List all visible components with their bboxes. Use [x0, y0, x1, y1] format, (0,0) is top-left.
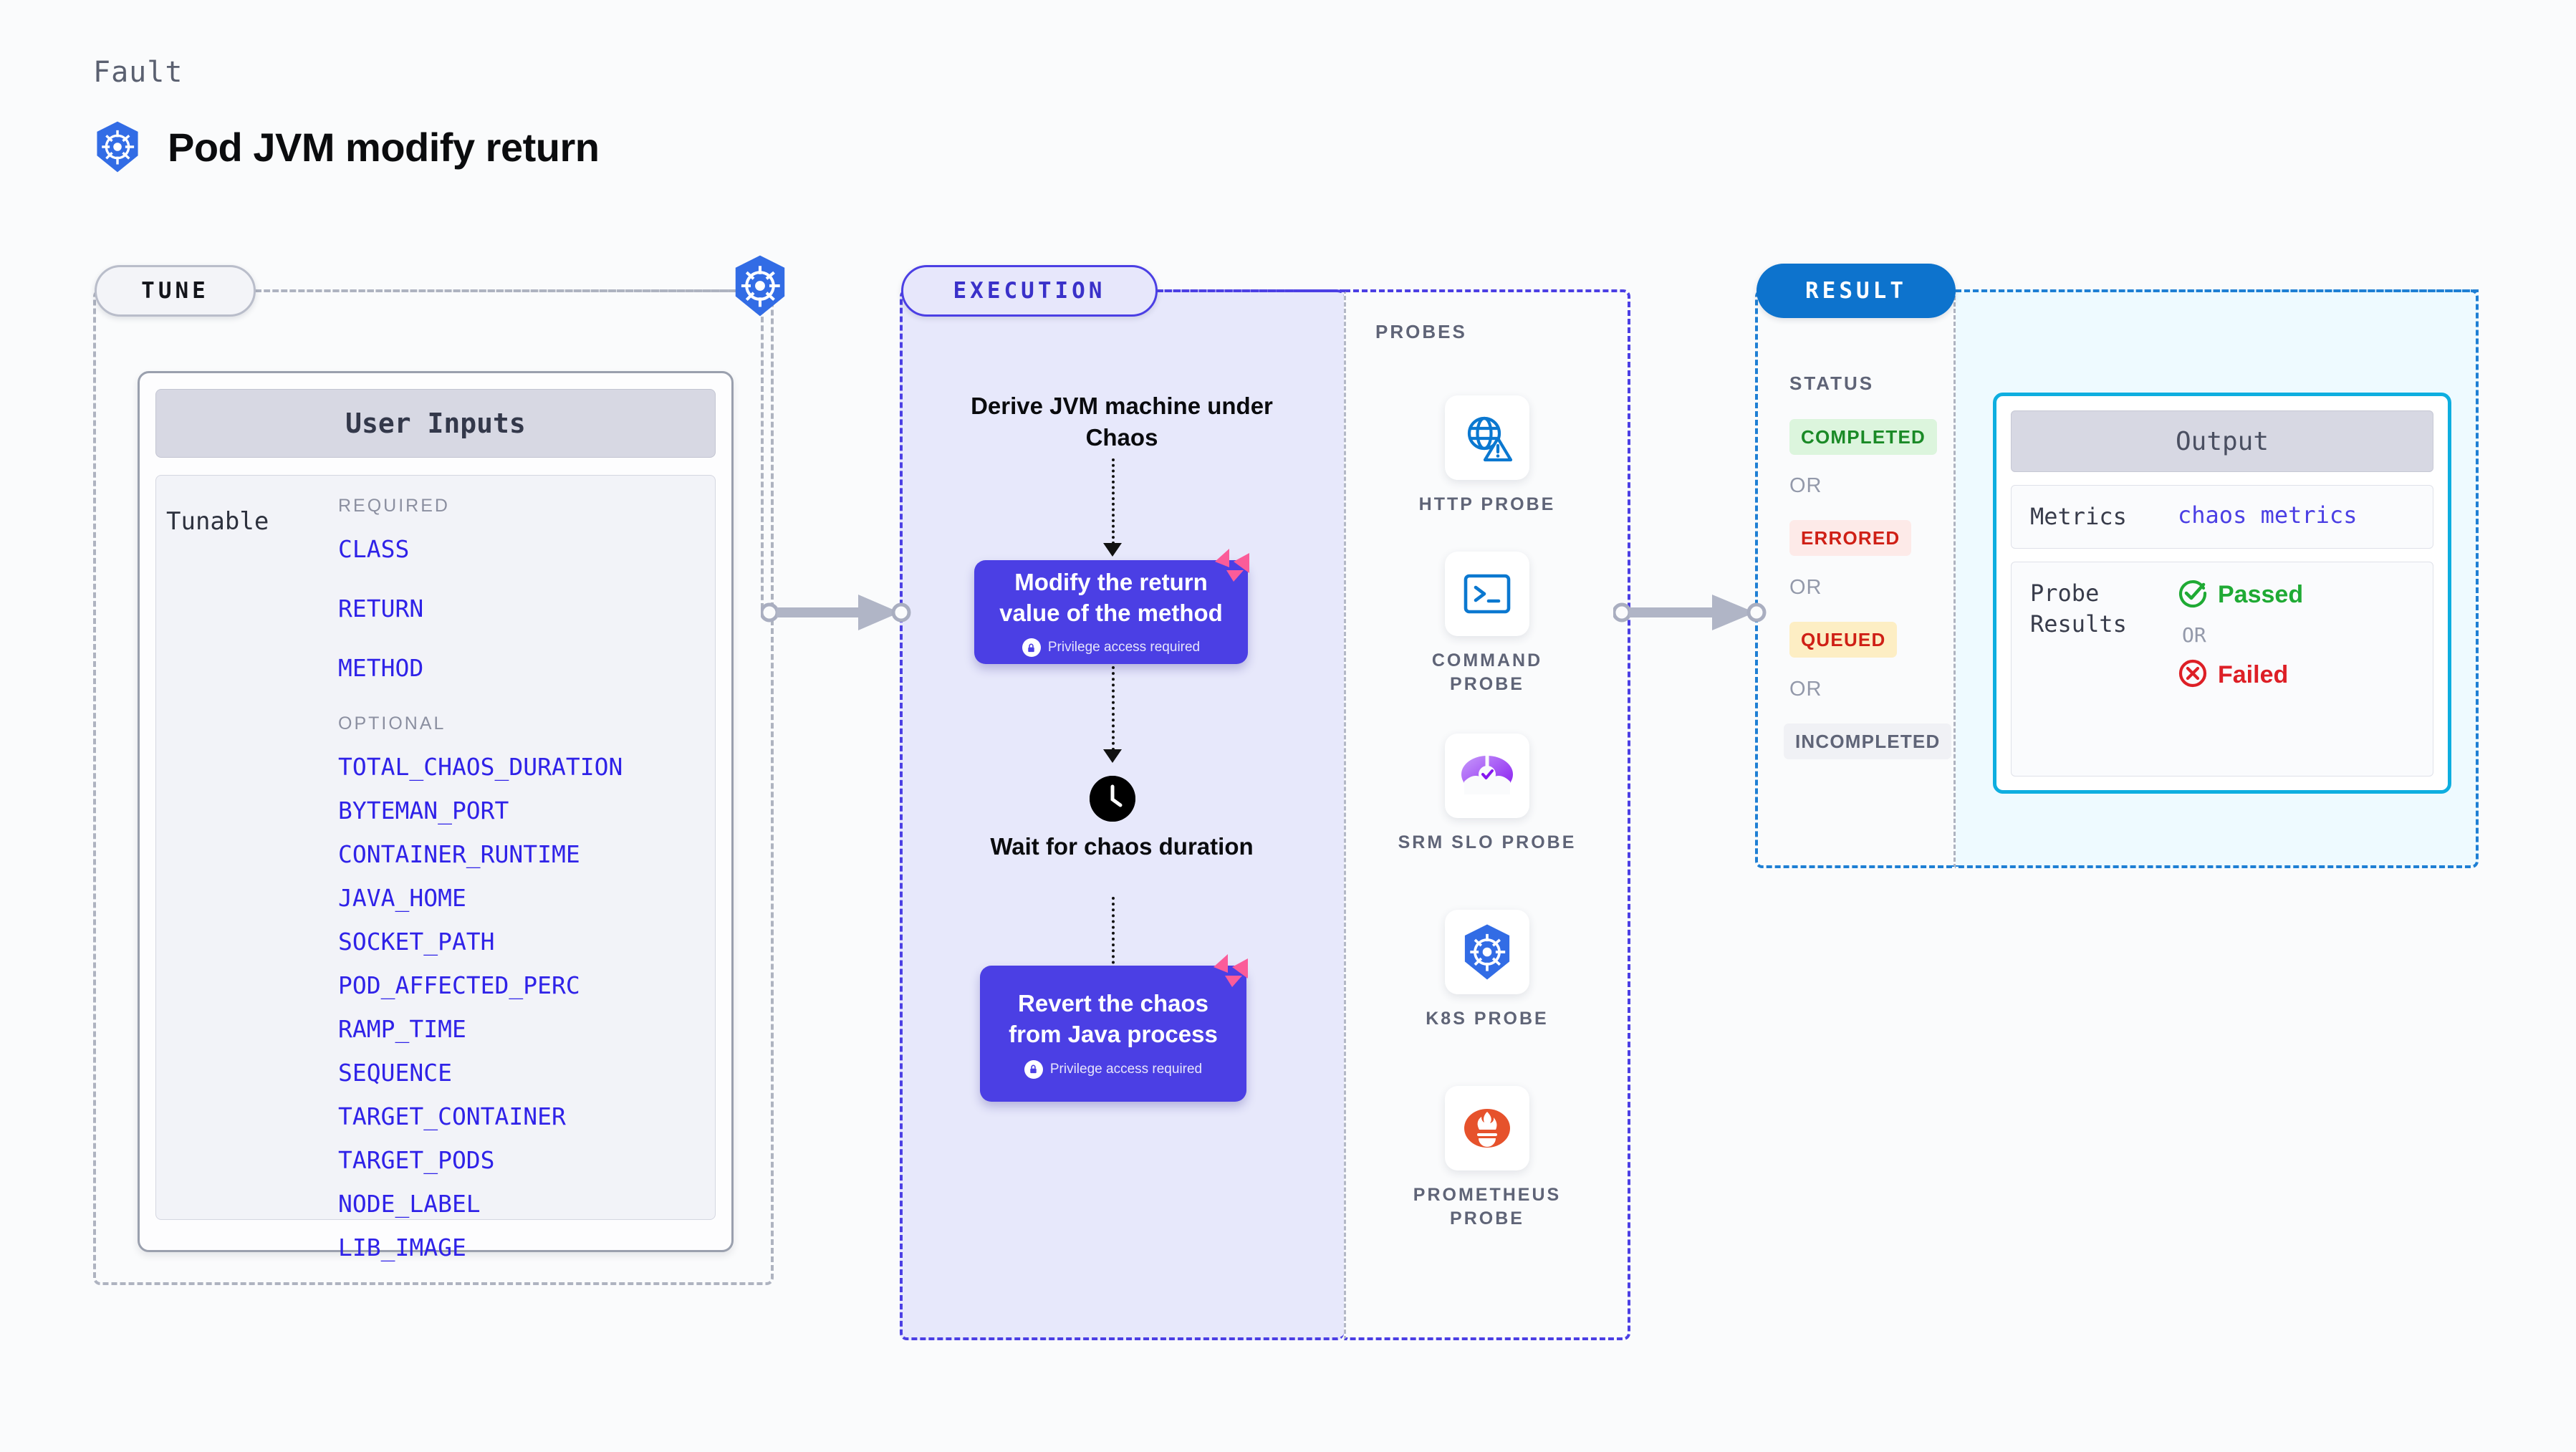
status-badge-incompleted: INCOMPLETED: [1784, 723, 1952, 759]
param-target-pods[interactable]: TARGET_PODS: [338, 1146, 495, 1174]
param-return[interactable]: RETURN: [338, 595, 424, 622]
output-probe-results-key: Probe Results: [2030, 580, 2127, 638]
optional-group-label: OPTIONAL: [338, 713, 446, 734]
clock-icon: [1090, 776, 1135, 822]
probes-title: PROBES: [1375, 321, 1467, 342]
param-total-chaos-duration[interactable]: TOTAL_CHAOS_DURATION: [338, 753, 623, 781]
user-inputs-card: User Inputs Tunable REQUIRED CLASS RETUR…: [138, 371, 734, 1261]
status-or-3: OR: [1789, 678, 1822, 701]
page-title: Pod JVM modify return: [168, 124, 600, 170]
litmus-badge-icon-1: [1212, 546, 1252, 587]
param-java-home[interactable]: JAVA_HOME: [338, 884, 466, 912]
fault-title-row: Pod JVM modify return: [93, 120, 600, 173]
output-title: Output: [2011, 410, 2433, 472]
tunable-params: REQUIRED CLASS RETURN METHOD OPTIONAL TO…: [338, 496, 708, 1261]
execution-action-revert-chaos-title: Revert the chaos from Java process: [1009, 990, 1218, 1047]
required-group-label: REQUIRED: [338, 496, 450, 516]
flow-arrow-execution-to-result: [1612, 587, 1767, 641]
execution-connector-2: [1112, 666, 1115, 751]
execution-top-divider: [1158, 289, 1345, 292]
execution-action-modify-return-title: Modify the return value of the method: [999, 568, 1223, 626]
param-method[interactable]: METHOD: [338, 654, 424, 682]
stage-label-execution[interactable]: EXECUTION: [901, 265, 1158, 317]
flow-arrow-tune-to-execution: [759, 587, 911, 641]
param-container-runtime[interactable]: CONTAINER_RUNTIME: [338, 840, 580, 868]
kubernetes-connector-line: [761, 308, 764, 609]
probe-prometheus-label: PROMETHEUS PROBE: [1413, 1185, 1562, 1229]
litmus-badge-icon-2: [1211, 951, 1251, 992]
execution-connector-1: [1112, 458, 1115, 544]
stage-label-tune[interactable]: TUNE: [95, 265, 256, 317]
privilege-note-1-text: Privilege access required: [1047, 640, 1201, 655]
globe-warning-icon: [1445, 395, 1529, 480]
prometheus-icon: [1445, 1086, 1529, 1170]
probe-srm-slo-label: SRM SLO PROBE: [1398, 832, 1577, 852]
probe-result-failed: Failed: [2178, 658, 2303, 692]
optional-param-list: TOTAL_CHAOS_DURATION BYTEMAN_PORT CONTAI…: [338, 753, 708, 1261]
param-socket-path[interactable]: SOCKET_PATH: [338, 928, 495, 956]
output-probe-results-row: Probe Results Passed OR: [2011, 562, 2433, 777]
user-inputs-body: Tunable REQUIRED CLASS RETURN METHOD OPT…: [155, 475, 716, 1261]
execution-arrowhead-2: [1103, 749, 1122, 763]
probe-k8s-label: K8S PROBE: [1426, 1009, 1549, 1029]
kubernetes-icon: [731, 254, 789, 321]
status-title: STATUS: [1789, 372, 1875, 394]
execution-arrowhead-1: [1103, 543, 1122, 557]
param-target-container[interactable]: TARGET_CONTAINER: [338, 1102, 566, 1130]
status-or-1: OR: [1789, 474, 1822, 497]
tune-top-divider: [256, 289, 737, 292]
privilege-note-2: Privilege access required: [1024, 1059, 1203, 1079]
status-badge-completed: COMPLETED: [1789, 419, 1938, 455]
probe-command-label: COMMAND PROBE: [1431, 650, 1543, 694]
param-ramp-time[interactable]: RAMP_TIME: [338, 1015, 466, 1043]
param-sequence[interactable]: SEQUENCE: [338, 1059, 452, 1087]
probe-result-passed-label: Passed: [2218, 581, 2304, 609]
probe-srm-slo[interactable]: SRM SLO PROBE: [1394, 734, 1580, 855]
status-badge-errored: ERRORED: [1789, 520, 1912, 556]
probe-result-or: OR: [2182, 623, 2206, 648]
param-class[interactable]: CLASS: [338, 535, 410, 563]
lock-icon: [1024, 1059, 1043, 1079]
fault-eyebrow: Fault: [93, 56, 183, 89]
lock-icon: [1022, 638, 1041, 658]
output-card: Output Metrics chaos metrics Probe Resul…: [1993, 393, 2451, 794]
srm-slo-icon: [1445, 734, 1529, 818]
tunable-label: Tunable: [166, 507, 269, 536]
privilege-note-2-text: Privilege access required: [1049, 1061, 1203, 1077]
execution-step-derive-jvm: Derive JVM machine under Chaos: [971, 393, 1273, 451]
privilege-note-1: Privilege access required: [1022, 638, 1201, 658]
status-badge-queued: QUEUED: [1789, 622, 1898, 658]
terminal-icon: [1445, 552, 1529, 636]
execution-action-modify-return[interactable]: Modify the return value of the method Pr…: [974, 560, 1248, 664]
param-pod-affected-perc[interactable]: POD_AFFECTED_PERC: [338, 971, 580, 999]
user-inputs-title: User Inputs: [155, 389, 716, 458]
status-or-2: OR: [1789, 576, 1822, 599]
probe-result-passed: Passed: [2178, 578, 2303, 612]
kubernetes-icon: [1445, 910, 1529, 994]
output-metrics-value[interactable]: chaos metrics: [2178, 501, 2358, 529]
param-node-label[interactable]: NODE_LABEL: [338, 1190, 481, 1218]
probe-prometheus[interactable]: PROMETHEUS PROBE: [1394, 1086, 1580, 1230]
output-metrics-row: Metrics chaos metrics: [2011, 485, 2433, 549]
probe-result-failed-label: Failed: [2218, 661, 2289, 689]
execution-step-wait: Wait for chaos duration: [990, 833, 1254, 860]
required-param-list: CLASS RETURN METHOD: [338, 535, 708, 682]
execution-action-revert-chaos[interactable]: Revert the chaos from Java process Privi…: [980, 966, 1246, 1102]
probe-http[interactable]: HTTP PROBE: [1394, 395, 1580, 516]
param-byteman-port[interactable]: BYTEMAN_PORT: [338, 797, 509, 824]
stage-label-result[interactable]: RESULT: [1756, 264, 1956, 318]
execution-connector-3: [1112, 897, 1115, 981]
x-circle-icon: [2178, 658, 2208, 692]
param-lib-image[interactable]: LIB_IMAGE: [338, 1234, 466, 1261]
probe-http-label: HTTP PROBE: [1418, 494, 1556, 514]
output-metrics-key: Metrics: [2030, 503, 2127, 530]
probe-command[interactable]: COMMAND PROBE: [1394, 552, 1580, 696]
probe-k8s[interactable]: K8S PROBE: [1394, 910, 1580, 1031]
kubernetes-icon: [93, 120, 142, 173]
check-circle-icon: [2178, 578, 2208, 612]
result-top-divider: [1956, 289, 2479, 292]
output-probe-results-values: Passed OR Failed: [2178, 578, 2303, 760]
result-status-panel: [1755, 289, 1956, 868]
